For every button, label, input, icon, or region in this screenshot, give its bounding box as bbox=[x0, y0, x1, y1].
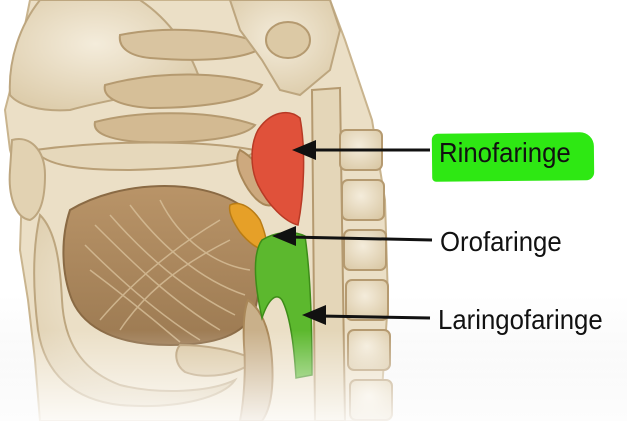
pointer-arrows bbox=[272, 140, 433, 325]
arrowhead-laringofaringe bbox=[302, 305, 326, 325]
sphenoid-sinus bbox=[265, 21, 311, 59]
label-rinofaringe: Rinofaringe bbox=[439, 137, 571, 168]
rinofaringe-region bbox=[251, 111, 305, 226]
nasal-conchae bbox=[93, 28, 267, 144]
label-orofaringe: Orofaringe bbox=[440, 226, 562, 257]
hard-palate bbox=[33, 141, 257, 172]
bottom-fade bbox=[0, 330, 627, 421]
label-laringofaringe: Laringofaringe bbox=[438, 304, 603, 335]
arrow-orofaringe bbox=[289, 235, 433, 242]
upper-jaw bbox=[8, 138, 47, 222]
arrow-laringofaringe bbox=[319, 314, 431, 320]
arrowhead-rinofaringe bbox=[292, 140, 316, 160]
arrowhead-orofaringe bbox=[272, 226, 296, 246]
